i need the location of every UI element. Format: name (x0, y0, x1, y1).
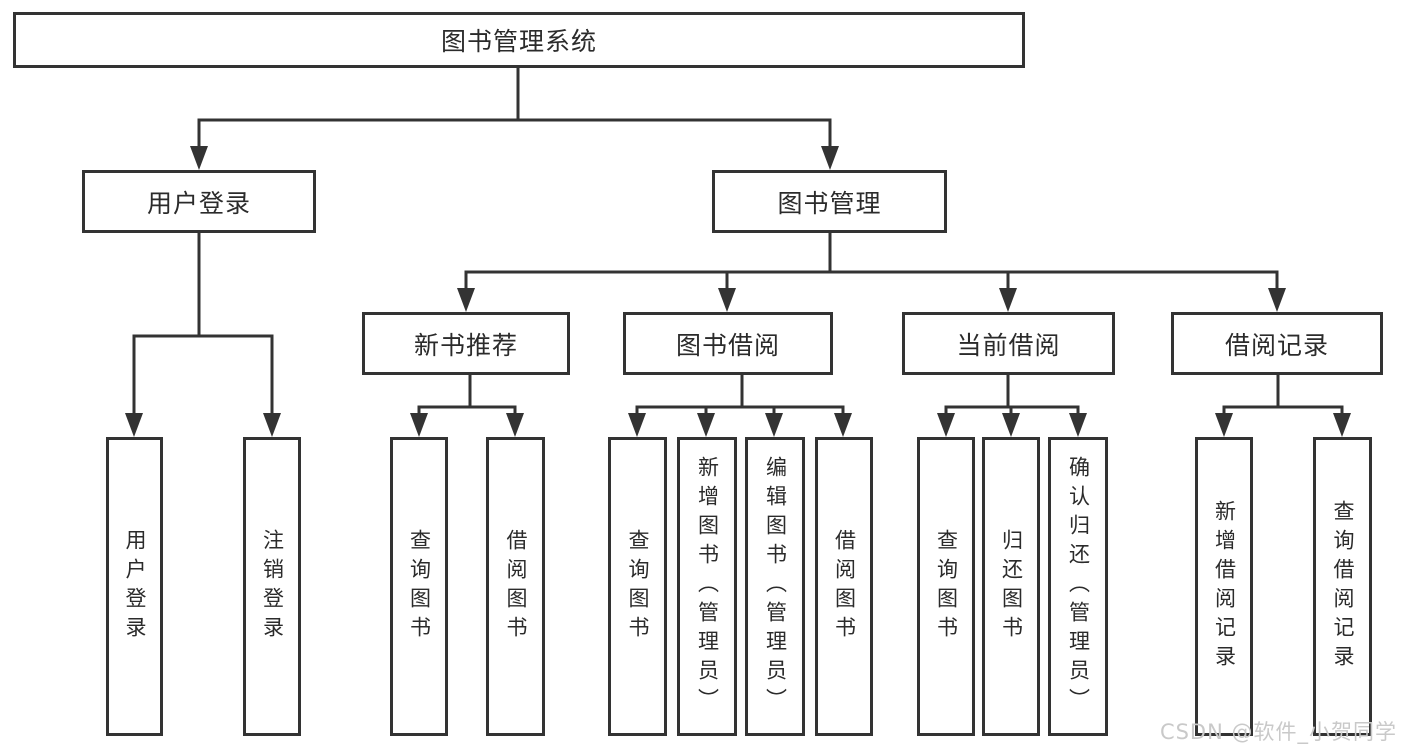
arrowhead-user-login-group (190, 146, 208, 170)
node-leaf-query-book-a: 查询图书 (390, 437, 448, 736)
arrowhead-borrow-records (1268, 288, 1286, 312)
arrowhead-logout-leaf (263, 413, 281, 437)
csdn-watermark: CSDN @软件_小贺同学 (1159, 720, 1397, 744)
arrowhead-confirm-return-admin (1069, 413, 1087, 437)
arrowhead-return-book (1002, 413, 1020, 437)
node-leaf-return-book: 归还图书 (982, 437, 1040, 736)
edge-new-book-recommend-group (417, 375, 517, 417)
node-leaf-edit-book-admin: 编辑图书（管理员） (745, 437, 805, 736)
node-user-login-group: 用户登录 (82, 170, 316, 233)
arrowhead-new-book-recommend (457, 288, 475, 312)
node-leaf-query-book-c: 查询图书 (917, 437, 975, 736)
node-root-library-system: 图书管理系统 (13, 12, 1025, 68)
node-leaf-logout: 注销登录 (243, 437, 301, 736)
edge-root-to-level2 (197, 68, 832, 152)
arrowhead-borrow-book-a (506, 413, 524, 437)
node-leaf-add-borrow-record: 新增借阅记录 (1195, 437, 1253, 736)
node-leaf-borrow-book-a: 借阅图书 (486, 437, 545, 736)
node-leaf-borrow-book-b: 借阅图书 (815, 437, 873, 736)
node-book-borrow: 图书借阅 (623, 312, 833, 375)
edge-book-management-to-level3 (464, 233, 1279, 292)
arrowhead-query-borrow-record (1333, 413, 1351, 437)
edge-borrow-records-group (1222, 375, 1344, 417)
node-leaf-add-book-admin: 新增图书（管理员） (677, 437, 737, 736)
edge-current-borrow-group (944, 375, 1080, 417)
edge-book-borrow-group (635, 375, 845, 417)
arrowhead-book-borrow (718, 288, 736, 312)
node-current-borrow: 当前借阅 (902, 312, 1115, 375)
arrowhead-current-borrow (999, 288, 1017, 312)
arrowhead-query-book-a (410, 413, 428, 437)
arrowhead-add-book-admin (697, 413, 715, 437)
arrowhead-query-book-b (628, 413, 646, 437)
node-new-book-recommend: 新书推荐 (362, 312, 570, 375)
node-leaf-query-borrow-record: 查询借阅记录 (1313, 437, 1372, 736)
node-leaf-query-book-b: 查询图书 (608, 437, 667, 736)
arrowhead-edit-book-admin (765, 413, 783, 437)
arrowhead-borrow-book-b (834, 413, 852, 437)
arrowhead-add-borrow-record (1215, 413, 1233, 437)
node-leaf-user-login: 用户登录 (106, 437, 163, 736)
node-borrow-records: 借阅记录 (1171, 312, 1383, 375)
edge-user-login-group (132, 233, 274, 415)
node-leaf-confirm-return-admin: 确认归还（管理员） (1048, 437, 1108, 736)
arrowhead-book-management (821, 146, 839, 170)
arrowhead-user-login-leaf (125, 413, 143, 437)
node-book-management: 图书管理 (712, 170, 947, 233)
arrowhead-query-book-c (937, 413, 955, 437)
